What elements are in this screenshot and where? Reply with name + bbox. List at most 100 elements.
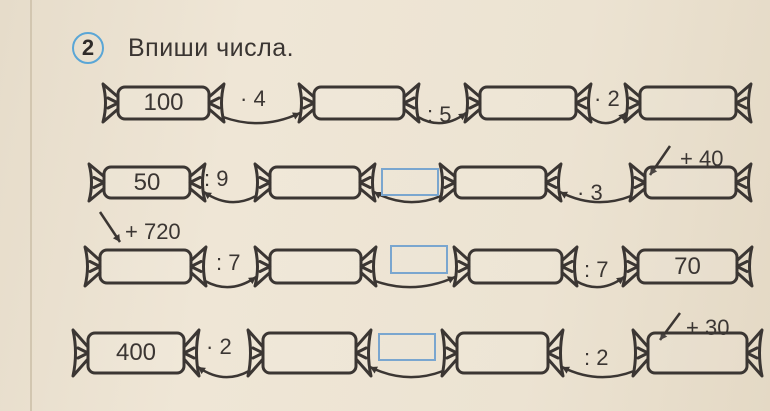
wrapper-left [463, 82, 482, 124]
candy-given-value: 50 [87, 162, 207, 203]
operation-label: : 7 [216, 250, 241, 275]
candy-shape [83, 245, 208, 288]
candy-given-value: 70 [621, 245, 754, 288]
candy-value [314, 87, 404, 119]
candy-answer-field[interactable] [628, 162, 753, 203]
candy-shape [253, 245, 378, 288]
candy-shape [71, 328, 201, 378]
operation-label: : 7 [584, 257, 609, 282]
candy-shape [438, 162, 563, 203]
wrapper-left [440, 328, 459, 378]
candy-shape [101, 82, 226, 124]
candy-shape [297, 82, 421, 124]
wrapper-left [87, 162, 106, 203]
candy-value [270, 250, 361, 283]
candy-answer-field[interactable] [253, 245, 378, 288]
wrapper-left [621, 245, 640, 288]
wrapper-left [452, 245, 471, 288]
wrapper-left [101, 82, 120, 124]
candy-shape [621, 245, 754, 288]
wrapper-right [207, 82, 226, 124]
wrapper-left [628, 162, 647, 203]
operation-label: : 9 [204, 166, 229, 191]
wrapper-right [402, 82, 421, 124]
candy-value: 100 [143, 89, 184, 116]
candy-given-value: 100 [101, 82, 226, 124]
candy-value [263, 333, 356, 373]
operation-arrow [222, 111, 301, 125]
wrapper-left [253, 245, 272, 288]
wrapper-right [574, 82, 593, 124]
operation-answer-box[interactable] [390, 245, 448, 274]
wrapper-right [354, 328, 373, 378]
wrapper-right [735, 245, 754, 288]
page-edge [30, 0, 32, 411]
wrapper-right [358, 162, 377, 203]
wrapper-left [253, 162, 272, 203]
task-title: Впиши числа. [128, 34, 295, 62]
operation-label: · 3 [577, 180, 603, 205]
wrapper-right [189, 245, 208, 288]
operation-label: : 5 [427, 102, 452, 127]
operation-arrow [204, 275, 257, 289]
operation-answer-box[interactable] [381, 168, 439, 196]
candy-answer-field[interactable] [83, 245, 208, 288]
candy-shape [623, 82, 753, 124]
operation-arrow [203, 190, 257, 204]
transition-operation-label: + 30 [686, 315, 730, 340]
wrapper-left [83, 245, 102, 288]
wrapper-right [560, 245, 579, 288]
candy-value [640, 87, 736, 119]
operation-label: · 2 [594, 86, 620, 111]
candy-answer-field[interactable] [438, 162, 563, 203]
candy-given-value: 400 [71, 328, 201, 378]
candy-answer-field[interactable] [623, 82, 753, 124]
operation-arrow [197, 365, 250, 379]
task-number-badge: 2 [72, 32, 104, 64]
operation-label: : 2 [584, 345, 609, 370]
operation-label: · 4 [240, 86, 266, 111]
wrapper-left [246, 328, 265, 378]
candy-value: 70 [674, 252, 701, 280]
wrapper-left [631, 328, 650, 378]
wrapper-left [623, 82, 642, 124]
operation-arrow [369, 365, 444, 379]
transition-operation-label: + 720 [125, 219, 181, 244]
operation-answer-box[interactable] [378, 333, 436, 361]
candy-answer-field[interactable] [246, 328, 373, 378]
operation-arrow [589, 112, 627, 125]
candy-value [100, 250, 191, 283]
candy-shape [253, 162, 377, 203]
wrapper-left [297, 82, 316, 124]
candy-value: 400 [115, 339, 157, 366]
arrowhead [112, 234, 120, 242]
candy-shape [246, 328, 373, 378]
transition-arrow [98, 211, 122, 243]
candy-shape [631, 328, 764, 378]
wrapper-right [188, 162, 207, 203]
candy-value [469, 250, 562, 283]
transition-operation-label: + 40 [680, 146, 724, 171]
candy-value [455, 167, 546, 198]
wrapper-left [438, 162, 457, 203]
candy-answer-field[interactable] [440, 328, 565, 378]
operation-label: · 2 [206, 334, 232, 359]
candy-shape [440, 328, 565, 378]
candy-answer-field[interactable] [463, 82, 593, 124]
candy-shape [452, 245, 579, 288]
candy-shape [87, 162, 207, 203]
candy-value [270, 167, 360, 198]
wrapper-right [182, 328, 201, 378]
candy-answer-field[interactable] [631, 328, 764, 378]
wrapper-left [71, 328, 90, 378]
candy-answer-field[interactable] [297, 82, 421, 124]
wrapper-right [359, 245, 378, 288]
candy-answer-field[interactable] [452, 245, 579, 288]
candy-value [480, 87, 576, 119]
wrapper-right [734, 82, 753, 124]
wrapper-right [745, 328, 764, 378]
operation-arrow [374, 275, 456, 289]
candy-answer-field[interactable] [253, 162, 377, 203]
candy-value: 50 [133, 168, 161, 196]
wrapper-right [546, 328, 565, 378]
